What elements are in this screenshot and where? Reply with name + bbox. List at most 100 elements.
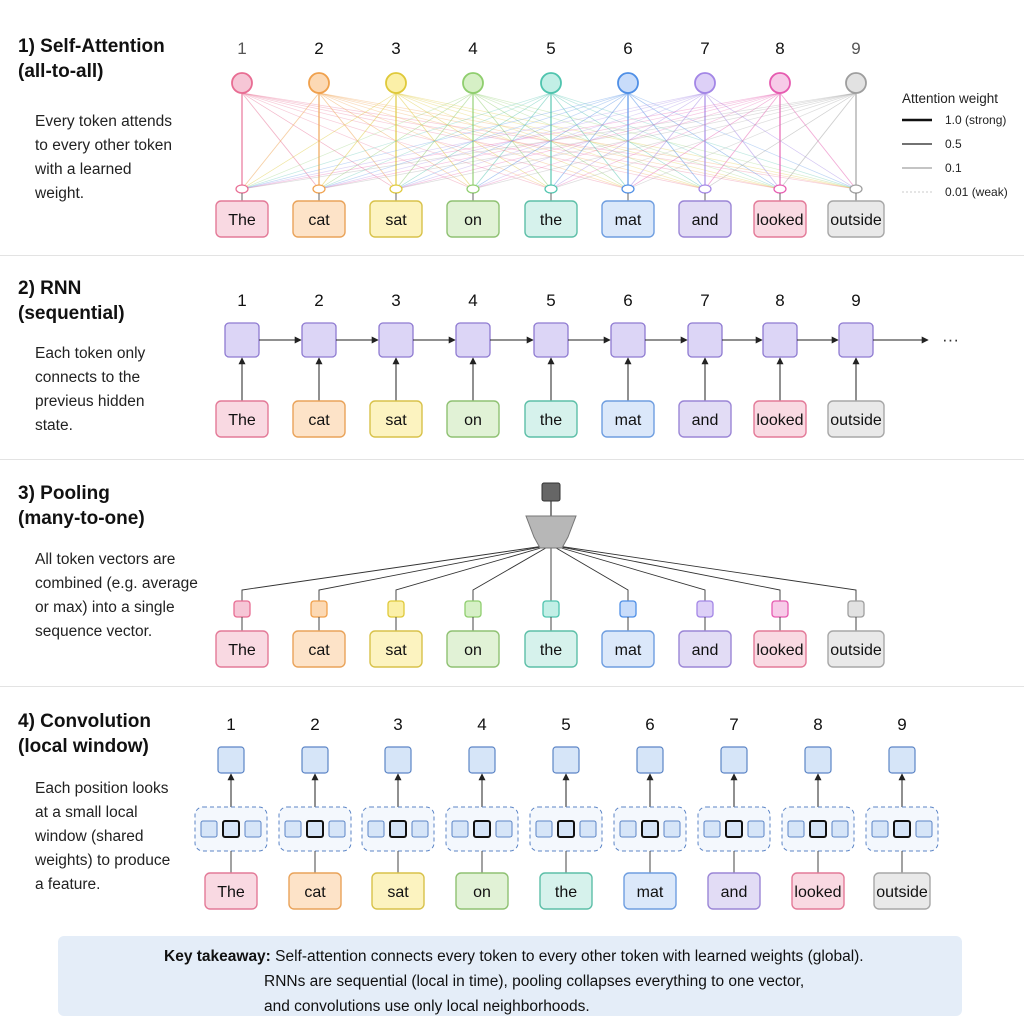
rnn-position-3: 3 [391,291,400,310]
attention-line [318,92,397,190]
conv-feature [552,746,580,774]
divider-3 [0,686,1024,687]
rnn-position-8: 8 [775,291,784,310]
attention-line [704,92,857,190]
attention-token-1-label: The [228,212,256,229]
conv-kernel-cell [831,820,849,838]
conv-position-1: 1 [226,715,235,734]
attention-token-4-box [446,200,500,238]
conv-token-3-box [371,872,425,910]
conv-token-7-label: and [721,884,748,901]
conv-token-8-label: looked [794,884,841,901]
pooling-token-vector [771,600,789,618]
attention-line [472,92,857,190]
pooling-token-8-label: looked [756,642,803,659]
attention-token-7-label: and [692,212,719,229]
conv-kernel-cell [809,820,827,838]
pooling-token-6-box [601,630,655,668]
attention-token-8-box [753,200,807,238]
attention-line [550,92,706,190]
conv-feature [636,746,664,774]
attention-lines [241,92,857,190]
convolution-description: Each position looks at a small local win… [35,780,171,893]
pooling-token-3-box [369,630,423,668]
rnn-title: 2) RNN (sequential) [18,278,125,324]
attention-line [241,92,629,190]
attention-line [241,92,706,190]
rnn-token-5-label: the [540,412,562,429]
conv-token-2-box [288,872,342,910]
conv-kernel-cell [579,820,597,838]
rnn-token-8-label: looked [756,412,803,429]
attention-token-6-label: mat [615,212,642,229]
conv-token-9-box [873,872,931,910]
pooling-token-7-box [678,630,732,668]
rnn-token-2-label: cat [308,412,330,429]
conv-kernel-cell [703,820,721,838]
attention-query-node [231,72,253,94]
convolution-diagram: 1The2cat3sat4on5the6mat7and8looked9outsi… [194,715,939,910]
conv-token-1-label: The [217,884,245,901]
legend-label: 1.0 (strong) [945,113,1006,127]
attention-line [318,92,706,190]
attention-line [472,92,781,190]
rnn-description: Each token only connects to the previeus… [35,345,146,434]
attention-line [395,92,629,190]
attention-line [550,92,629,190]
attention-key-node [849,184,863,194]
conv-position-3: 3 [393,715,402,734]
conv-position-9: 9 [897,715,906,734]
attention-position-9: 9 [851,39,860,58]
rnn-position-9: 9 [851,291,860,310]
conv-token-7-box [707,872,761,910]
pooling-token-4-label: on [464,642,482,659]
attention-line [472,92,629,190]
attention-line [318,92,629,190]
attention-line [318,92,552,190]
attention-line [395,92,706,190]
pooling-connection [550,544,857,601]
legend-label: 0.5 [945,137,962,151]
conv-token-5-box [539,872,593,910]
pooling-description: All token vectors are combined (e.g. ave… [35,551,198,640]
attention-key-node [544,184,558,194]
attention-diagram: 1The2cat3sat4on5the6mat7and8looked9outsi… [215,39,885,238]
pooling-connection [550,544,781,601]
attention-line [704,92,781,190]
pooling-token-3-label: sat [385,642,407,659]
conv-position-2: 2 [310,715,319,734]
rnn-position-1: 1 [237,291,246,310]
conv-feature [301,746,329,774]
attention-position-4: 4 [468,39,477,58]
attention-position-8: 8 [775,39,784,58]
attention-position-5: 5 [546,39,555,58]
conv-kernel-cell [495,820,513,838]
attention-key-node [389,184,403,194]
pooling-connection [318,544,552,601]
pooling-token-9-label: outside [830,642,882,659]
attention-line [627,92,857,190]
rnn-token-2-box [292,400,346,438]
rnn-token-4-label: on [464,412,482,429]
conv-token-6-box [623,872,677,910]
conv-position-8: 8 [813,715,822,734]
attention-line [241,92,474,190]
conv-kernel-cell [389,820,407,838]
conv-feature [468,746,496,774]
conv-token-1-box [204,872,258,910]
conv-feature [888,746,916,774]
pooling-connection [395,544,552,601]
conv-kernel-cell [473,820,491,838]
conv-kernel-cell [893,820,911,838]
rnn-hidden-state [687,322,723,358]
pooling-token-vector [310,600,328,618]
conv-kernel-cell [787,820,805,838]
pooling-title: 3) Pooling (many-to-one) [18,483,145,529]
pooling-token-vector [233,600,251,618]
divider-1 [0,255,1024,256]
conv-token-9-label: outside [876,884,928,901]
rnn-token-6-label: mat [615,412,642,429]
conv-token-5-label: the [555,884,577,901]
pooling-funnel [525,515,577,549]
pooling-token-vector [387,600,405,618]
